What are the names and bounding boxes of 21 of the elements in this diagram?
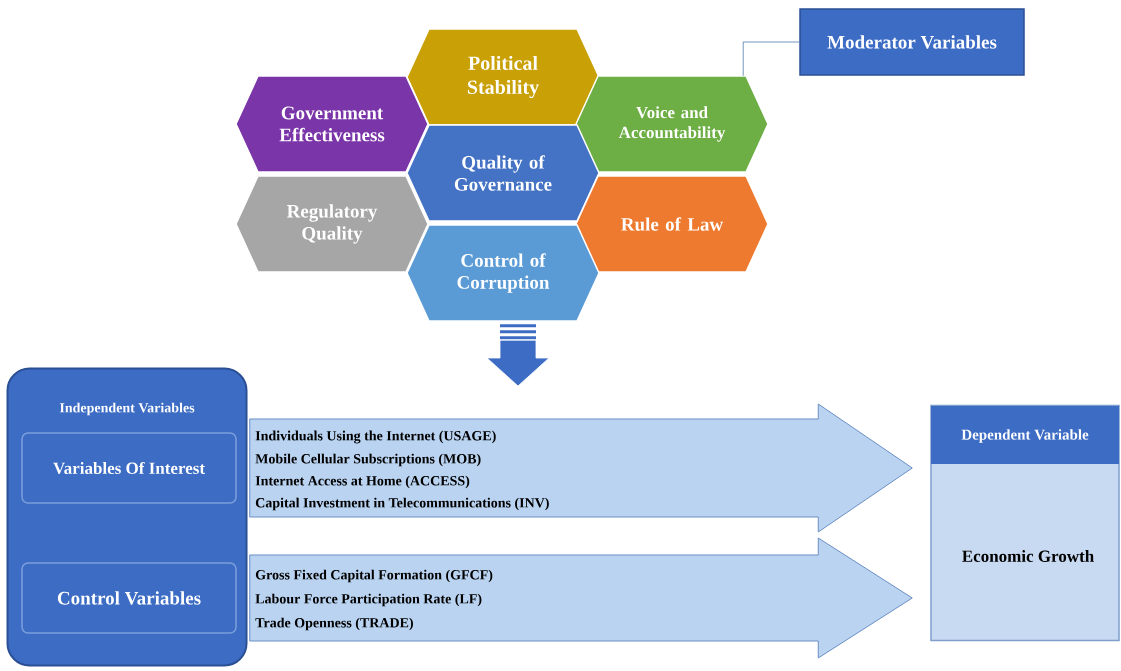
hexagon: Regulatory Quality: [235, 175, 429, 273]
block-arrow: [249, 537, 913, 659]
result-box: Dependent Variable Economic Growth: [930, 404, 1120, 642]
category-box: Control Variables: [21, 562, 237, 634]
list-item: Labour Force Participation Rate (LF): [255, 593, 482, 607]
list-item: Trade Openness (TRADE): [255, 617, 413, 631]
category-box: Variables Of Interest: [21, 432, 237, 504]
connector-line: [742, 41, 800, 77]
list-item: Individuals Using the Internet (USAGE): [255, 430, 496, 444]
hexagon: Rule of Law: [575, 175, 769, 273]
heading-box: Moderator Variables: [799, 8, 1025, 76]
block-arrow: [249, 403, 913, 533]
hexagon: Political Stability: [406, 28, 600, 126]
list-item: Mobile Cellular Subscriptions (MOB): [255, 453, 481, 467]
list-item: Capital Investment in Telecommunications (INV): [255, 497, 549, 511]
list-item: Gross Fixed Capital Formation (GFCF): [255, 569, 493, 583]
hexagon: Control of Corruption: [406, 224, 600, 322]
block-arrow: [486, 324, 550, 387]
hexagon: Voice and Accountability: [575, 75, 769, 173]
hexagon: Government Effectiveness: [235, 75, 429, 173]
list-item: Internet Access at Home (ACCESS): [255, 475, 470, 489]
